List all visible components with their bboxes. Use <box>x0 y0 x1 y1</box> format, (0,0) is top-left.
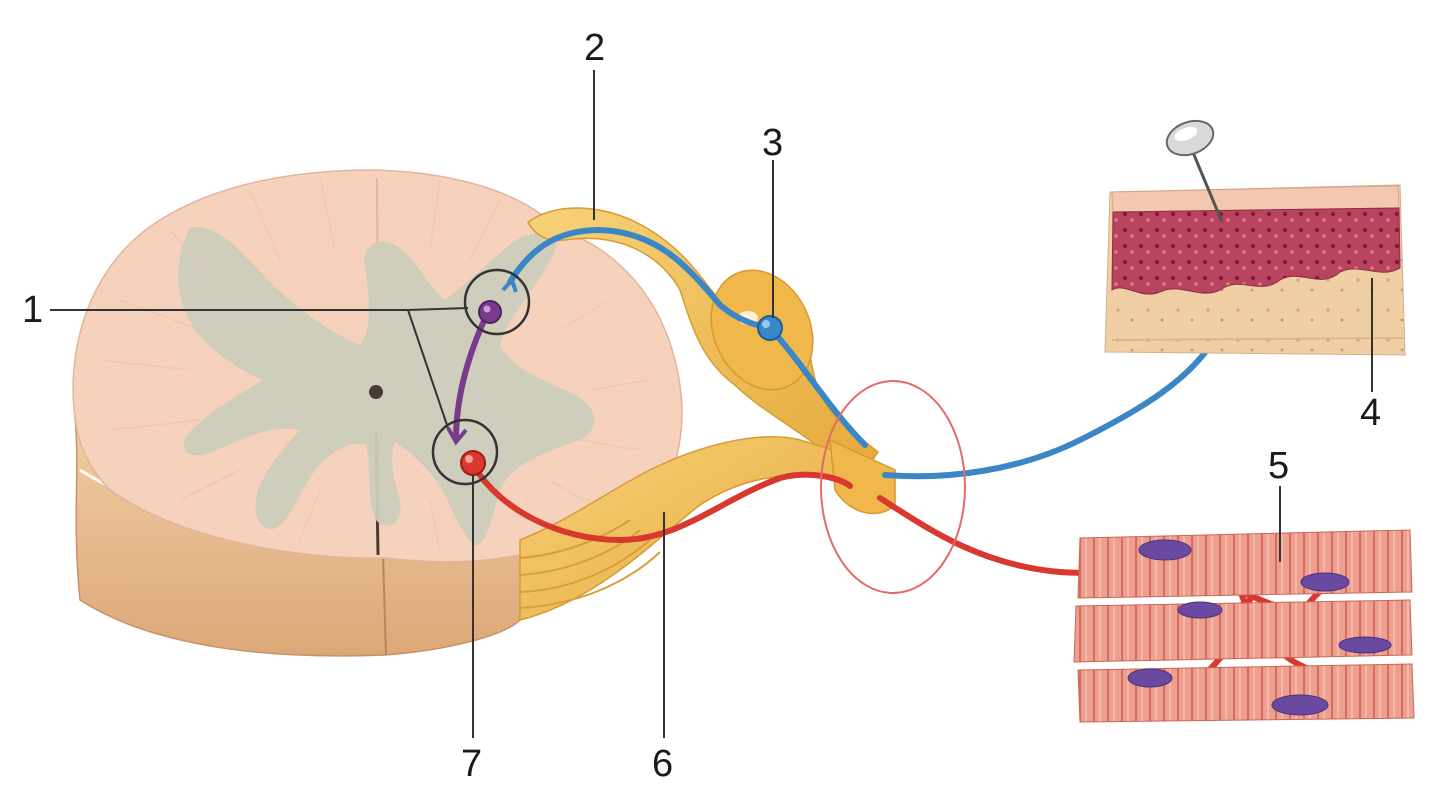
label-6: 6 <box>652 743 673 785</box>
interneuron <box>446 300 502 446</box>
label-5: 5 <box>1268 445 1289 487</box>
label-7: 7 <box>461 743 482 785</box>
synapse-circle-lower <box>431 418 499 486</box>
label-4: 4 <box>1360 392 1381 434</box>
central-canal <box>369 385 383 399</box>
label-1: 1 <box>22 289 43 331</box>
sensory-cell-body <box>757 315 783 341</box>
skin-tissue <box>1104 184 1406 356</box>
motor-cell-body <box>460 450 486 476</box>
synapse-circle-upper <box>463 268 531 336</box>
label-3: 3 <box>762 122 783 164</box>
synapse-arrow-icon <box>501 276 518 293</box>
label-2: 2 <box>584 27 605 69</box>
pin-icon <box>1165 119 1224 223</box>
muscle-tissue <box>1073 529 1415 723</box>
leader-lines <box>50 70 1373 738</box>
spinal-nerve-highlight-circle <box>820 380 966 594</box>
